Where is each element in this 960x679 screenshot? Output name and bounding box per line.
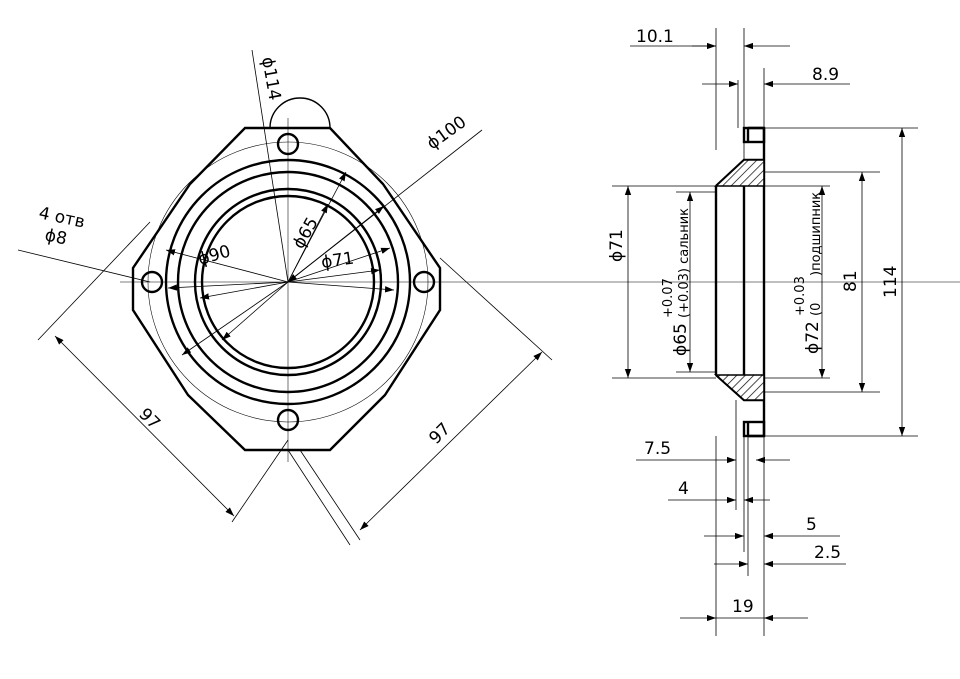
dim-97-right-line <box>359 351 543 531</box>
dim-81-label: 81 <box>841 270 861 292</box>
dia-8-leader <box>17 249 151 283</box>
dia-114-label: ϕ114 <box>257 55 284 101</box>
dim-97-left-line <box>54 335 235 517</box>
dim-97-right-label: 97 <box>425 419 454 448</box>
dim-97-left-label: 97 <box>134 404 163 433</box>
dim-5: 5 <box>806 515 817 535</box>
dia-71-label: ϕ71 <box>320 249 355 273</box>
dia-114-leader <box>251 49 289 283</box>
dia-90-leader-left <box>165 249 289 283</box>
dim-65-tol-upper: +0.07 <box>661 278 676 318</box>
front-view: ϕ114 ϕ100 4 отв ϕ8 ϕ90 ϕ65 ϕ71 97 97 <box>17 49 960 546</box>
dim-10-1: 10.1 <box>636 27 674 47</box>
dim-114-label: 114 <box>881 266 901 298</box>
dim-8-9: 8.9 <box>812 65 839 85</box>
section-view: 10.1 8.9 ϕ71 ϕ65 +0.07 (+ <box>607 27 918 636</box>
dim-72-tol-lower: (0 <box>809 303 824 316</box>
dim-65-tol-lower: (+0.03) сальник <box>677 208 692 318</box>
dim-65-label: ϕ65 <box>671 323 691 356</box>
dim-2-5: 2.5 <box>814 543 841 563</box>
hatch-top <box>713 159 765 187</box>
flange-outline <box>131 126 442 452</box>
top-boss-arc <box>269 97 331 129</box>
dim-7-5: 7.5 <box>644 439 671 459</box>
dia-100-label: ϕ100 <box>423 112 470 154</box>
dia-65-label: ϕ65 <box>289 214 323 252</box>
hatch-bottom <box>713 374 765 401</box>
dim-72-label: ϕ72 <box>803 321 823 354</box>
dim-71-label: ϕ71 <box>607 229 627 262</box>
dim-4: 4 <box>678 479 689 499</box>
dim-72-tol-upper: +0.03 <box>793 276 808 316</box>
dim-19: 19 <box>732 597 754 617</box>
dim-72-note: )подшипник <box>809 192 824 276</box>
holes-dia-label: ϕ8 <box>43 225 69 249</box>
